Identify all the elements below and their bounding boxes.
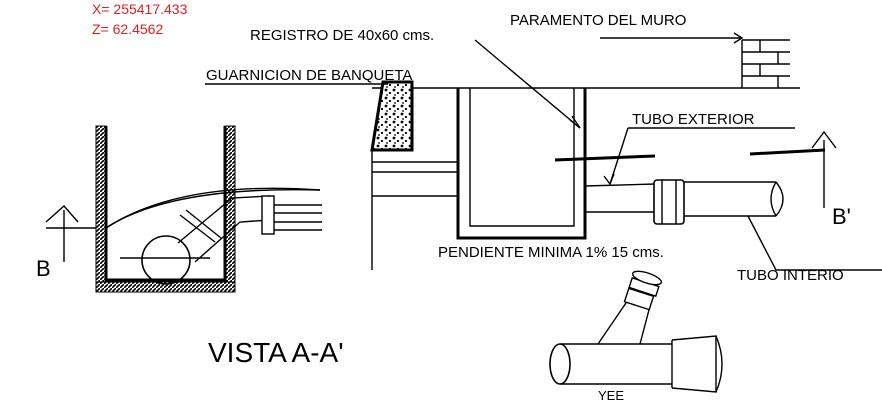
leader-registro bbox=[474, 39, 581, 129]
interior-tube bbox=[684, 181, 784, 217]
registro-box-inner bbox=[469, 88, 575, 227]
leader-tubo-interior bbox=[747, 215, 882, 271]
bottom-slab bbox=[95, 281, 236, 293]
label-paramento: PARAMENTO DEL MURO bbox=[510, 12, 686, 29]
label-yee: YEE bbox=[598, 388, 624, 403]
coordinate-z: Z= 62.4562 bbox=[92, 21, 163, 37]
label-guarnicion: GUARNICION DE BANQUETA bbox=[206, 67, 412, 84]
curb-guarnicion bbox=[370, 80, 414, 152]
view-title: VISTA A-A' bbox=[208, 337, 344, 368]
exterior-tube bbox=[584, 179, 685, 225]
yee-fitting bbox=[549, 270, 723, 393]
brick-wall bbox=[741, 39, 790, 88]
vista-aa-section bbox=[45, 125, 322, 293]
label-tubo-interior: TUBO INTERIO bbox=[737, 267, 844, 284]
coordinate-x: X= 255417.433 bbox=[92, 1, 188, 17]
pipe-cross-section bbox=[141, 235, 191, 285]
branch-pipe-bottom bbox=[194, 219, 271, 263]
longitudinal-section bbox=[205, 32, 882, 271]
section-label-b-prime: B' bbox=[832, 204, 851, 229]
label-pendiente: PENDIENTE MINIMA 1% 15 cms. bbox=[438, 244, 664, 261]
pipe-bell bbox=[261, 195, 275, 235]
registro-box-outer bbox=[456, 88, 587, 240]
label-registro: REGISTRO DE 40x60 cms. bbox=[250, 27, 434, 44]
label-tubo-exterior: TUBO EXTERIOR bbox=[632, 111, 755, 128]
section-label-b: B bbox=[36, 256, 51, 281]
